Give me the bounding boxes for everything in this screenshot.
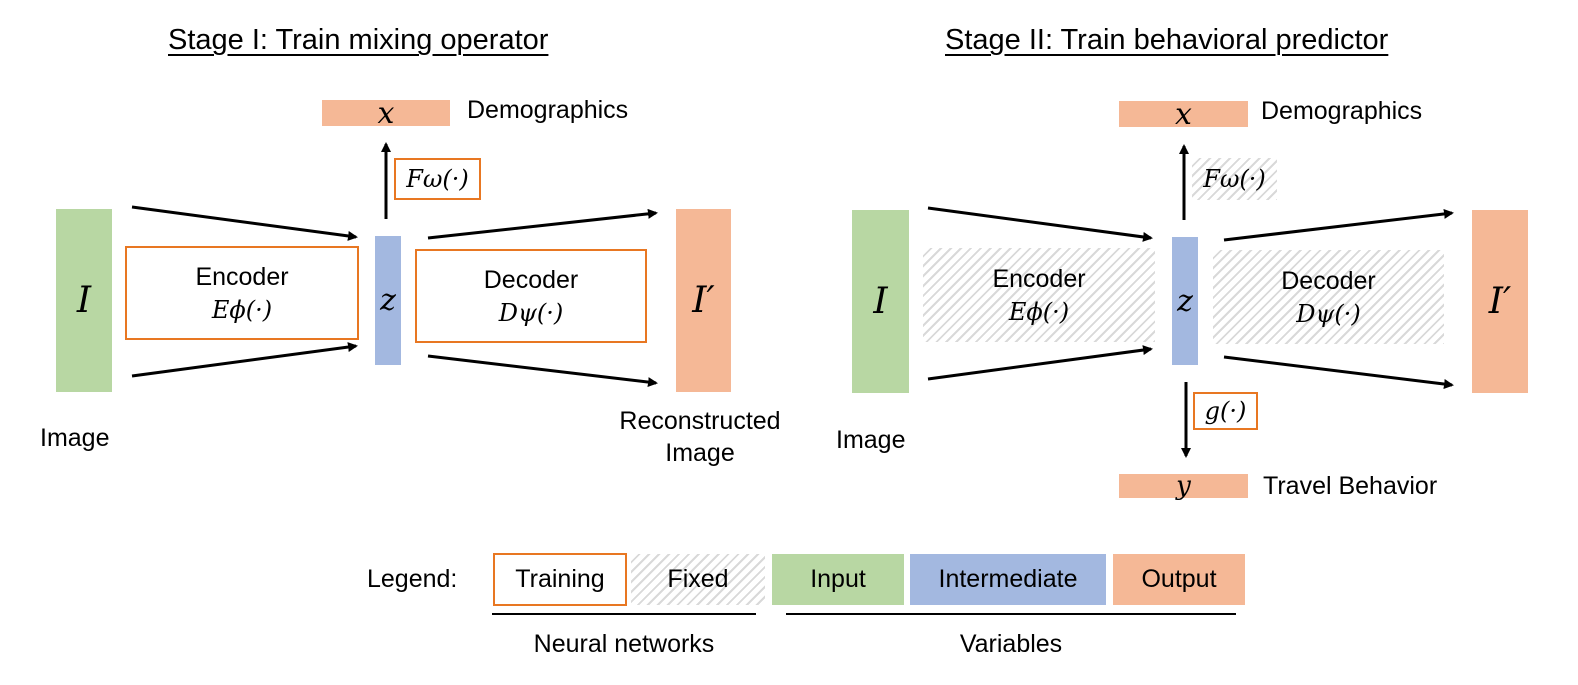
s2-x-symbol: x [1175, 96, 1192, 132]
s2-reconstructed-output: I′ [1472, 210, 1528, 393]
legend-group-networks: Neural networks [533, 630, 715, 658]
s1-arrow-image-top [131, 205, 358, 241]
s1-demographics-label: Demographics [467, 96, 629, 124]
s1-output-label-line2: Image [665, 439, 735, 467]
legend-input: Input [772, 554, 904, 605]
s1-output-label: Reconstructed Image [600, 405, 800, 469]
s2-demographics-label: Demographics [1261, 97, 1423, 125]
s2-f-omega-box: Fω(·) [1192, 158, 1277, 200]
s2-travel-behavior-label: Travel Behavior [1263, 472, 1438, 500]
legend-training-label: Training [515, 565, 605, 593]
s2-z-symbol: z [1177, 283, 1193, 319]
s1-f-omega-box: Fω(·) [394, 158, 481, 200]
legend-intermediate: Intermediate [910, 554, 1106, 605]
s1-reconstructed-output: I′ [676, 209, 731, 392]
legend-title: Legend: [367, 565, 458, 593]
stage2-title: Stage II: Train behavioral predictor [945, 24, 1389, 56]
s1-image-input: I [56, 209, 112, 392]
s1-arrow-z-bottom [427, 354, 658, 388]
s2-arrow-z-bottom [1223, 355, 1454, 389]
s1-encoder-fn: Eϕ(·) [211, 295, 273, 324]
s1-latent-z: z [375, 236, 401, 365]
s1-decoder: Decoder Dψ(·) [415, 249, 647, 343]
s1-demographics-var: x [322, 96, 450, 131]
s2-image-input: I [852, 210, 909, 393]
s1-output-symbol: I′ [692, 280, 715, 321]
legend-fixed: Fixed [631, 554, 765, 605]
legend-output-label: Output [1141, 565, 1217, 593]
s2-encoder-title: Encoder [992, 264, 1086, 293]
s2-g-box: g(·) [1193, 392, 1258, 430]
s1-arrow-z-top [427, 208, 658, 240]
legend-fixed-label: Fixed [667, 565, 729, 593]
s2-decoder-title: Decoder [1281, 266, 1376, 295]
s1-encoder: Encoder Eϕ(·) [125, 246, 359, 340]
s2-arrow-image-bottom [927, 345, 1153, 381]
s2-latent-z: z [1172, 237, 1198, 365]
s1-x-symbol: x [377, 95, 395, 131]
s1-encoder-title: Encoder [195, 262, 289, 291]
legend-training: Training [493, 553, 627, 606]
legend-output: Output [1113, 554, 1245, 605]
legend-intermediate-label: Intermediate [938, 565, 1078, 593]
s2-encoder: Encoder Eϕ(·) [923, 248, 1155, 342]
s2-image-label: Image [836, 426, 906, 454]
legend-group-variables: Variables [959, 630, 1063, 658]
s1-decoder-title: Decoder [483, 265, 579, 294]
s2-decoder-fn: Dψ(·) [1296, 299, 1361, 328]
s1-decoder-fn: Dψ(·) [498, 298, 564, 327]
legend-input-label: Input [810, 565, 866, 593]
s2-travel-behavior-var: y [1119, 471, 1248, 501]
s1-output-label-line1: Reconstructed [619, 407, 781, 435]
s1-image-label: Image [40, 424, 110, 452]
s2-arrow-image-top [927, 206, 1153, 242]
s2-g-label: g(·) [1204, 397, 1247, 425]
s2-encoder-fn: Eϕ(·) [1008, 297, 1070, 326]
s2-y-symbol: y [1176, 471, 1191, 501]
stage1-title: Stage I: Train mixing operator [168, 24, 549, 56]
s2-output-symbol: I′ [1488, 281, 1512, 322]
s1-image-symbol: I [76, 280, 92, 321]
s2-image-symbol: I [873, 281, 888, 322]
s2-demographics-var: x [1119, 97, 1248, 132]
s1-f-omega-label: Fω(·) [406, 165, 469, 193]
s1-z-symbol: z [380, 283, 396, 318]
s2-decoder: Decoder Dψ(·) [1213, 250, 1444, 344]
s2-arrow-z-top [1223, 208, 1454, 242]
s2-f-omega-label: Fω(·) [1203, 165, 1266, 193]
s1-arrow-image-bottom [131, 342, 358, 378]
